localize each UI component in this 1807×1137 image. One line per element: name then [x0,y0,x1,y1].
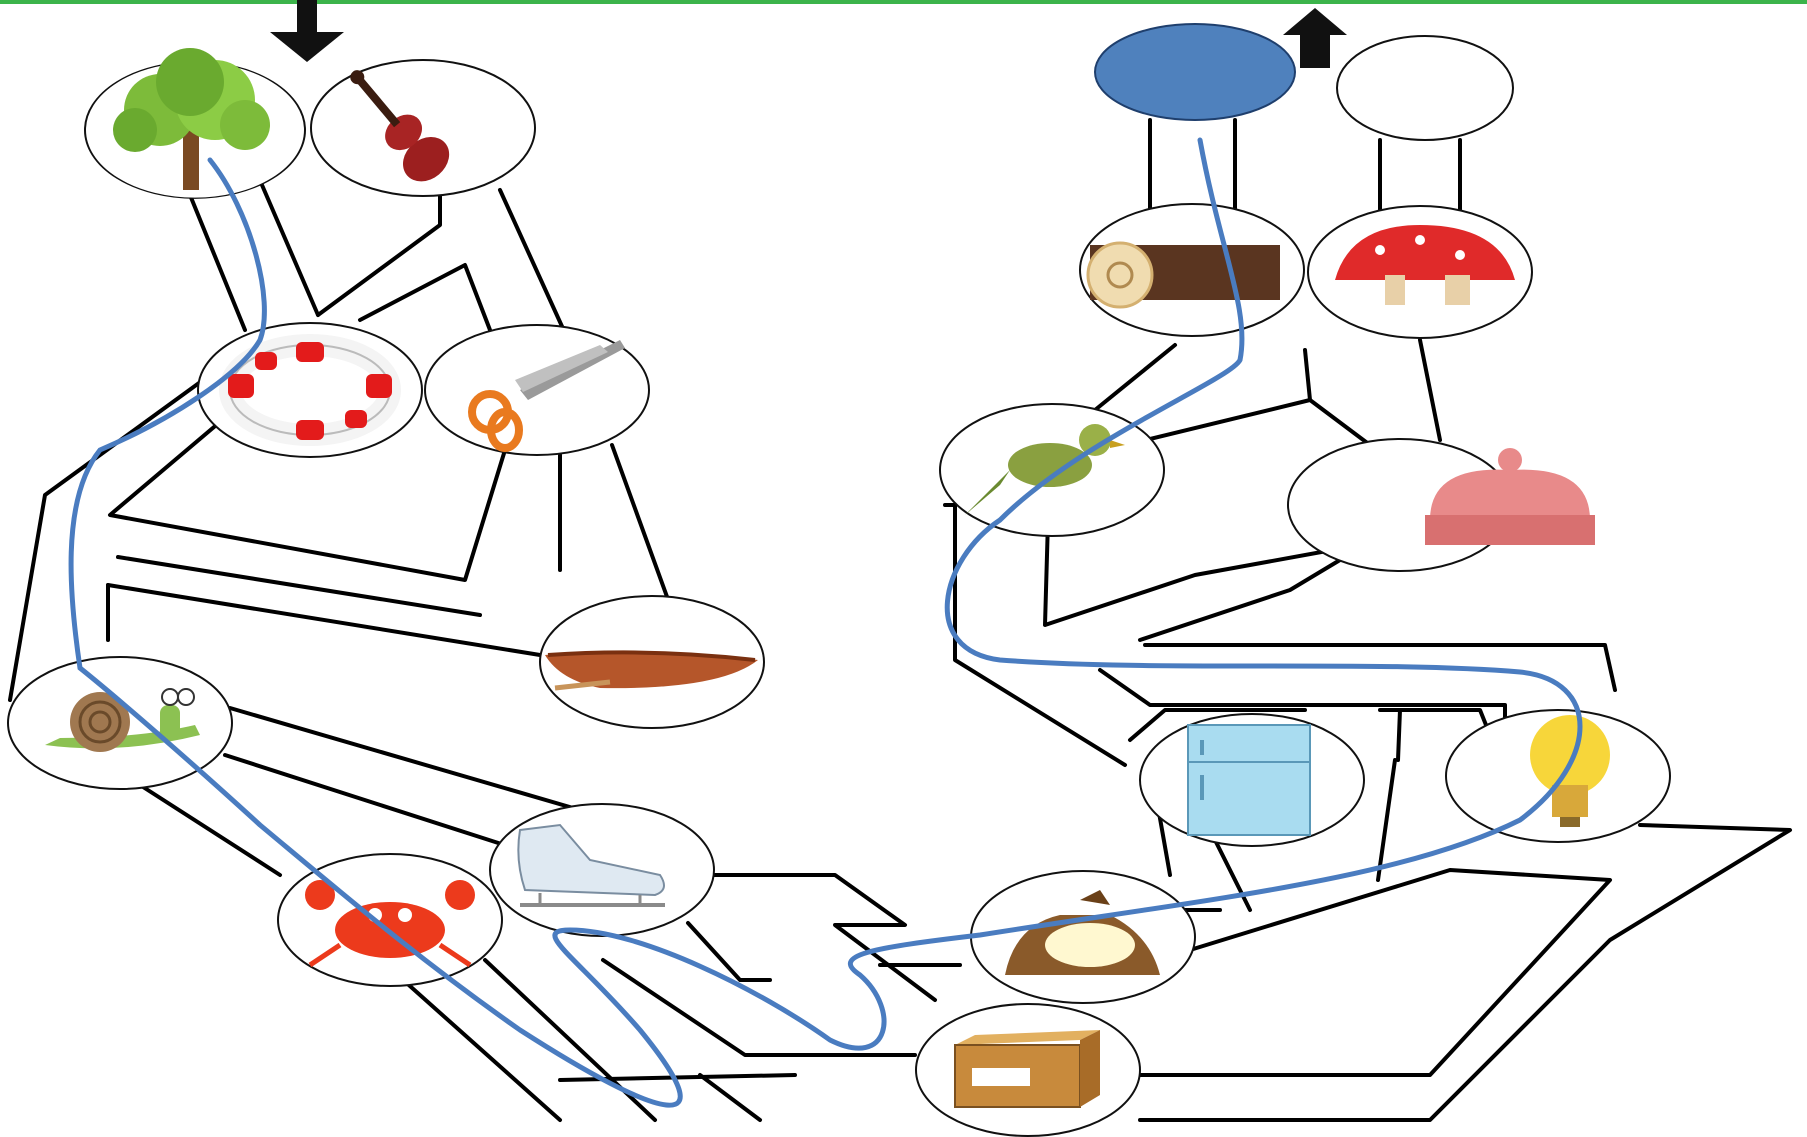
scissors-node[interactable] [424,324,650,456]
lifebuoy-icon [219,334,401,446]
maze-wall [390,968,562,1122]
violin-node[interactable] [310,56,536,197]
maze-wall [316,193,442,317]
maze-wall [358,263,492,332]
bird-icon [965,424,1125,515]
bread-icon [1086,241,1280,309]
sack-icon [1005,890,1160,975]
maze-wall [223,753,522,852]
bread-node[interactable] [1079,203,1305,337]
ice-skate-icon [517,823,665,907]
boat-icon [545,650,758,691]
exit-empty-node[interactable] [1336,35,1514,141]
crate-node[interactable] [915,1003,1141,1137]
maze-wall [1043,518,1362,627]
maze-wall [1138,868,1612,1077]
blue-oval [1094,23,1296,121]
crab-node[interactable] [277,853,503,987]
maze-wall [260,183,320,317]
maze-wall [138,783,282,877]
lightbulb-node[interactable] [1445,709,1671,843]
lightbulb-icon [1530,715,1610,827]
maze-wall [108,403,507,582]
maze-wall [1093,343,1177,412]
maze-wall [698,1073,762,1122]
tree-icon [113,48,270,190]
up-arrow [1283,8,1347,68]
fridge-node[interactable] [1139,713,1365,847]
maze-wall [686,921,772,982]
maze-wall [1138,823,1792,1122]
maze-wall [1143,643,1617,692]
maze-wall [1138,543,1367,642]
maze-wall [1303,348,1312,402]
scissors-icon [468,340,625,452]
crate-icon [954,1030,1100,1108]
maze-wall [610,443,672,607]
maze-wall [106,583,542,657]
fridge-icon [1187,724,1311,836]
maze-wall [1128,708,1307,742]
violin-icon [350,70,450,182]
maze-wall [8,373,212,702]
boat-node[interactable] [539,595,765,729]
maze-wall [228,706,582,812]
ice-skate-node[interactable] [489,803,715,937]
maze-wall [188,193,247,332]
solution-path [68,137,1583,1108]
empty-oval [1336,35,1514,141]
mushrooms-icon [1335,225,1515,305]
down-arrow [270,0,344,62]
top-border-bar [0,0,1807,4]
snail-node[interactable] [7,656,233,790]
lifebuoy-node[interactable] [197,322,423,458]
maze-wall [1376,758,1397,882]
hat-icon [1425,448,1595,545]
sack-node[interactable] [970,870,1196,1004]
snail-icon [45,688,200,752]
tree-node[interactable] [84,48,306,199]
mushrooms-node[interactable] [1307,205,1533,339]
maze-wall [1396,708,1402,762]
maze-wall [943,503,1127,767]
exit-filled-node[interactable] [1094,23,1296,121]
maze-wall [601,958,917,1057]
maze-wall [116,555,482,617]
maze-wall [1418,338,1442,442]
hat-node[interactable] [1287,438,1595,572]
maze-wall [483,958,657,1122]
